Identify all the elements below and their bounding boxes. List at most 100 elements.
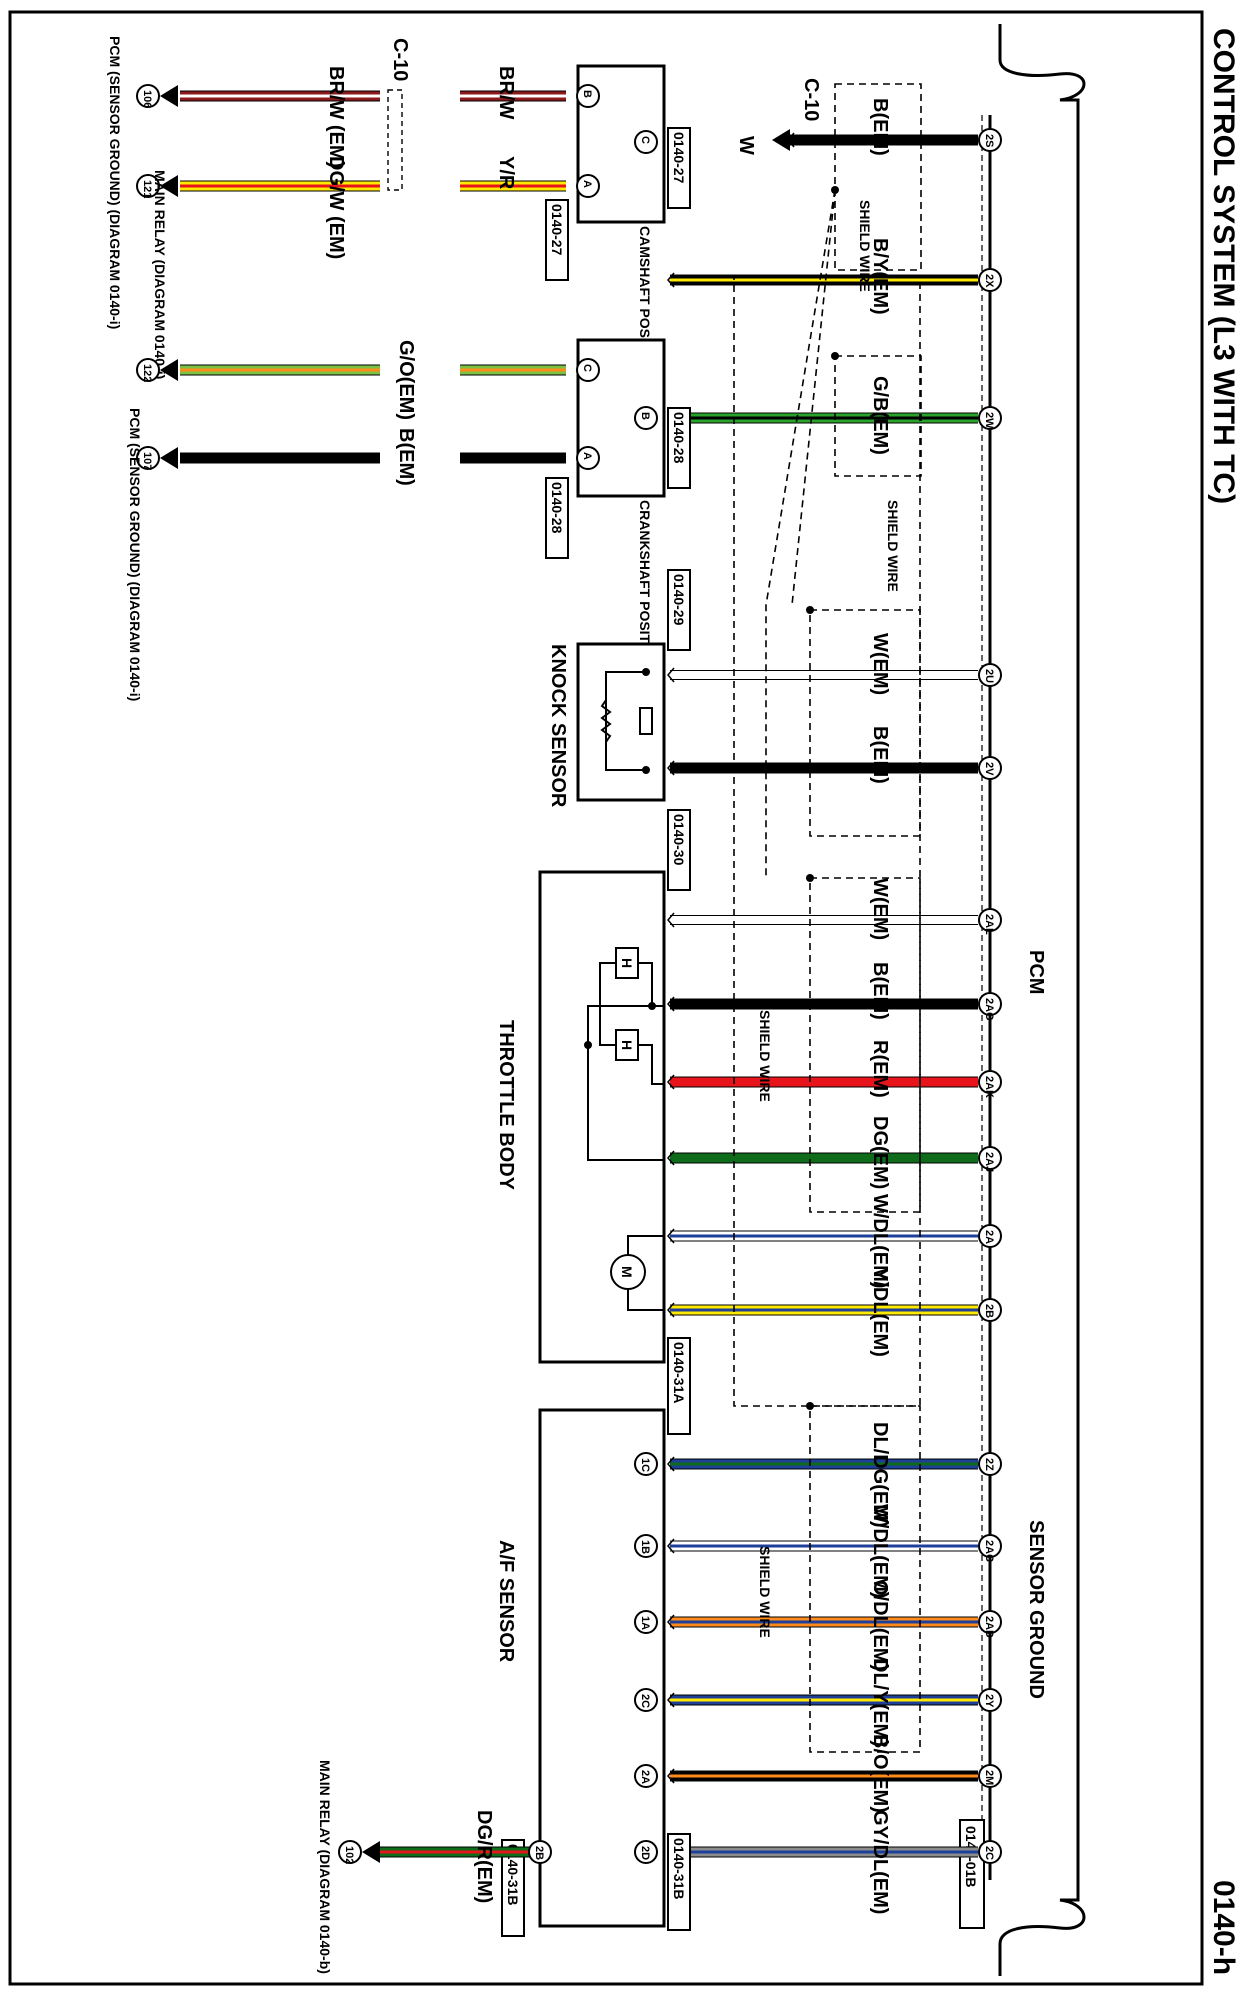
shield-wire-label-1: SHIELD WIRE xyxy=(857,200,873,292)
pcm-pin-2c-text: 2C xyxy=(983,1846,995,1860)
pcm-pin-2aj[interactable] xyxy=(978,1146,1002,1170)
pcm-pin-2ac[interactable] xyxy=(978,1534,1002,1558)
wire-2w-label: G/B(EM) xyxy=(869,376,891,455)
af-pin-2d-5-text: 2D xyxy=(639,1846,651,1860)
pcm-pin-2c[interactable] xyxy=(978,1840,1002,1864)
pcm-wire-group: B(EM)2SB/Y(EM)2XG/B(EM)2WW(EM)2UB(EM)2VW… xyxy=(667,98,1002,1914)
ref-0140-29[interactable]: 0140-29 xyxy=(667,569,691,651)
af-pin-1b-1[interactable] xyxy=(634,1534,658,1558)
pcm-pin-2ad-text: 2AD xyxy=(983,1616,995,1638)
af-pin-1b-1-text: 1B xyxy=(639,1540,651,1554)
cam-pin-c[interactable] xyxy=(634,130,658,154)
crank-pin-c[interactable] xyxy=(576,358,600,382)
shield-wire-label-4: SHIELD WIRE xyxy=(757,1546,773,1638)
shield-box-crank xyxy=(834,355,922,477)
pcm-pin-2a[interactable] xyxy=(978,1224,1002,1248)
pcm-pin-2v[interactable] xyxy=(978,756,1002,780)
af-pin-2b[interactable] xyxy=(528,1840,552,1864)
conn-106[interactable] xyxy=(136,84,160,108)
wire-2ag-chevron xyxy=(667,996,675,1012)
ref-0140-28-b[interactable]: 0140-28 xyxy=(545,477,569,559)
af-sensor-label: A/F SENSOR xyxy=(495,1540,517,1663)
wire-2al-chevron xyxy=(667,912,675,928)
cam-ext-dest-121: MAIN RELAY (DIAGRAM 0140-j) xyxy=(152,170,168,379)
pcm-label: PCM xyxy=(1025,950,1047,994)
pcm-pin-2ad[interactable] xyxy=(978,1610,1002,1634)
cam-pin-b[interactable] xyxy=(576,84,600,108)
throttle-body-label: THROTTLE BODY xyxy=(495,1020,517,1191)
pcm-pin-2x[interactable] xyxy=(978,268,1002,292)
svg-text:0140-31B: 0140-31B xyxy=(505,1844,521,1906)
wire-2y-chevron xyxy=(667,1692,675,1708)
ref-0140-31a[interactable]: 0140-31A xyxy=(667,1337,691,1435)
shield-regions xyxy=(733,83,922,1753)
shield-box-cam xyxy=(834,83,922,271)
motor-m: M xyxy=(619,1266,635,1278)
pcm-pin-2al[interactable] xyxy=(978,908,1002,932)
throttle-heater-circuit xyxy=(584,947,664,1161)
af-pin-2d-5[interactable] xyxy=(634,1840,658,1864)
svg-text:0140-31A: 0140-31A xyxy=(671,1342,687,1404)
af-pin-2a-4[interactable] xyxy=(634,1764,658,1788)
cam-pin-c-text: C xyxy=(639,136,651,144)
ref-0140-30[interactable]: 0140-30 xyxy=(667,809,691,891)
svg-text:0140-28: 0140-28 xyxy=(671,412,687,464)
conn-121[interactable] xyxy=(136,174,160,198)
shield-node-3 xyxy=(806,606,814,614)
ref-0140-27-a[interactable]: 0140-27 xyxy=(667,127,691,209)
wire-2v-label: B(EM) xyxy=(869,726,891,784)
pcm-pin-2z[interactable] xyxy=(978,1452,1002,1476)
svg-text:0140-30: 0140-30 xyxy=(671,814,687,866)
knock-sensor-symbol xyxy=(600,668,653,774)
crank-pin-c-text: C xyxy=(581,364,593,372)
ref-0140-31b-a[interactable]: 0140-31B xyxy=(667,1833,691,1931)
knock-sensor-label: KNOCK SENSOR xyxy=(547,644,569,808)
cam-pin-a-text: A xyxy=(581,180,593,188)
af-pin-2c-3[interactable] xyxy=(634,1688,658,1712)
wire-2ac-label: W/DL(EM) xyxy=(869,1504,891,1598)
pcm-pin-2u[interactable] xyxy=(978,663,1002,687)
pcm-pin-2ag[interactable] xyxy=(978,992,1002,1016)
cam-ext-dest-106: PCM (SENSOR GROUND) (DIAGRAM 0140-i) xyxy=(107,36,123,329)
af-ext-label: DG/R(EM) xyxy=(473,1810,495,1903)
af-pin-1a-2[interactable] xyxy=(634,1610,658,1634)
conn-102[interactable] xyxy=(338,1840,362,1864)
pcm-pin-2w[interactable] xyxy=(978,406,1002,430)
cam-ext-arrow-121 xyxy=(160,175,178,197)
svg-text:0140-29: 0140-29 xyxy=(671,574,687,626)
conn-121-text: 121 xyxy=(141,180,153,198)
c10-label-top: C-10 xyxy=(800,78,822,121)
wire-2m-chevron xyxy=(667,1768,675,1784)
pcm-pin-2m-text: 2M xyxy=(983,1770,995,1785)
conn-107-text: 107 xyxy=(141,452,153,470)
conn-122[interactable] xyxy=(136,358,160,382)
conn-107[interactable] xyxy=(136,446,160,470)
pcm-pin-2y-text: 2Y xyxy=(983,1694,995,1708)
c10-label-cam: C-10 xyxy=(389,38,411,81)
conn-106-text: 106 xyxy=(141,90,153,108)
page-title: CONTROL SYSTEM (L3 WITH TC) xyxy=(1207,28,1240,504)
ref-0140-31b-b[interactable]: 0140-31B xyxy=(501,1839,525,1937)
pcm-pin-2y[interactable] xyxy=(978,1688,1002,1712)
ref-0140-27-b[interactable]: 0140-27 xyxy=(545,199,569,281)
crank-pin-b[interactable] xyxy=(634,406,658,430)
crank-ext-arrow-122 xyxy=(160,359,178,381)
af-ext-arrow-102 xyxy=(362,1841,380,1863)
af-pin-1c-0[interactable] xyxy=(634,1452,658,1476)
cam-pin-a[interactable] xyxy=(576,174,600,198)
crank-pin-a[interactable] xyxy=(576,446,600,470)
crank-wire-label-107: B(EM) xyxy=(395,428,417,486)
pcm-pin-2ak[interactable] xyxy=(978,1070,1002,1094)
shield-lead-2 xyxy=(791,189,836,606)
pcm-pin-2m[interactable] xyxy=(978,1764,1002,1788)
wire-2ak-chevron xyxy=(667,1074,675,1090)
pcm-pin-2b[interactable] xyxy=(978,1298,1002,1322)
af-pin-1c-0-text: 1C xyxy=(639,1458,651,1472)
shield-box-main xyxy=(733,275,921,1407)
ref-0140-01b[interactable]: 0140-01B xyxy=(959,1819,985,1929)
ref-0140-28-a[interactable]: 0140-28 xyxy=(667,407,691,489)
pcm-pin-2s[interactable] xyxy=(978,128,1002,152)
af-pin-2c-3-text: 2C xyxy=(639,1694,651,1708)
